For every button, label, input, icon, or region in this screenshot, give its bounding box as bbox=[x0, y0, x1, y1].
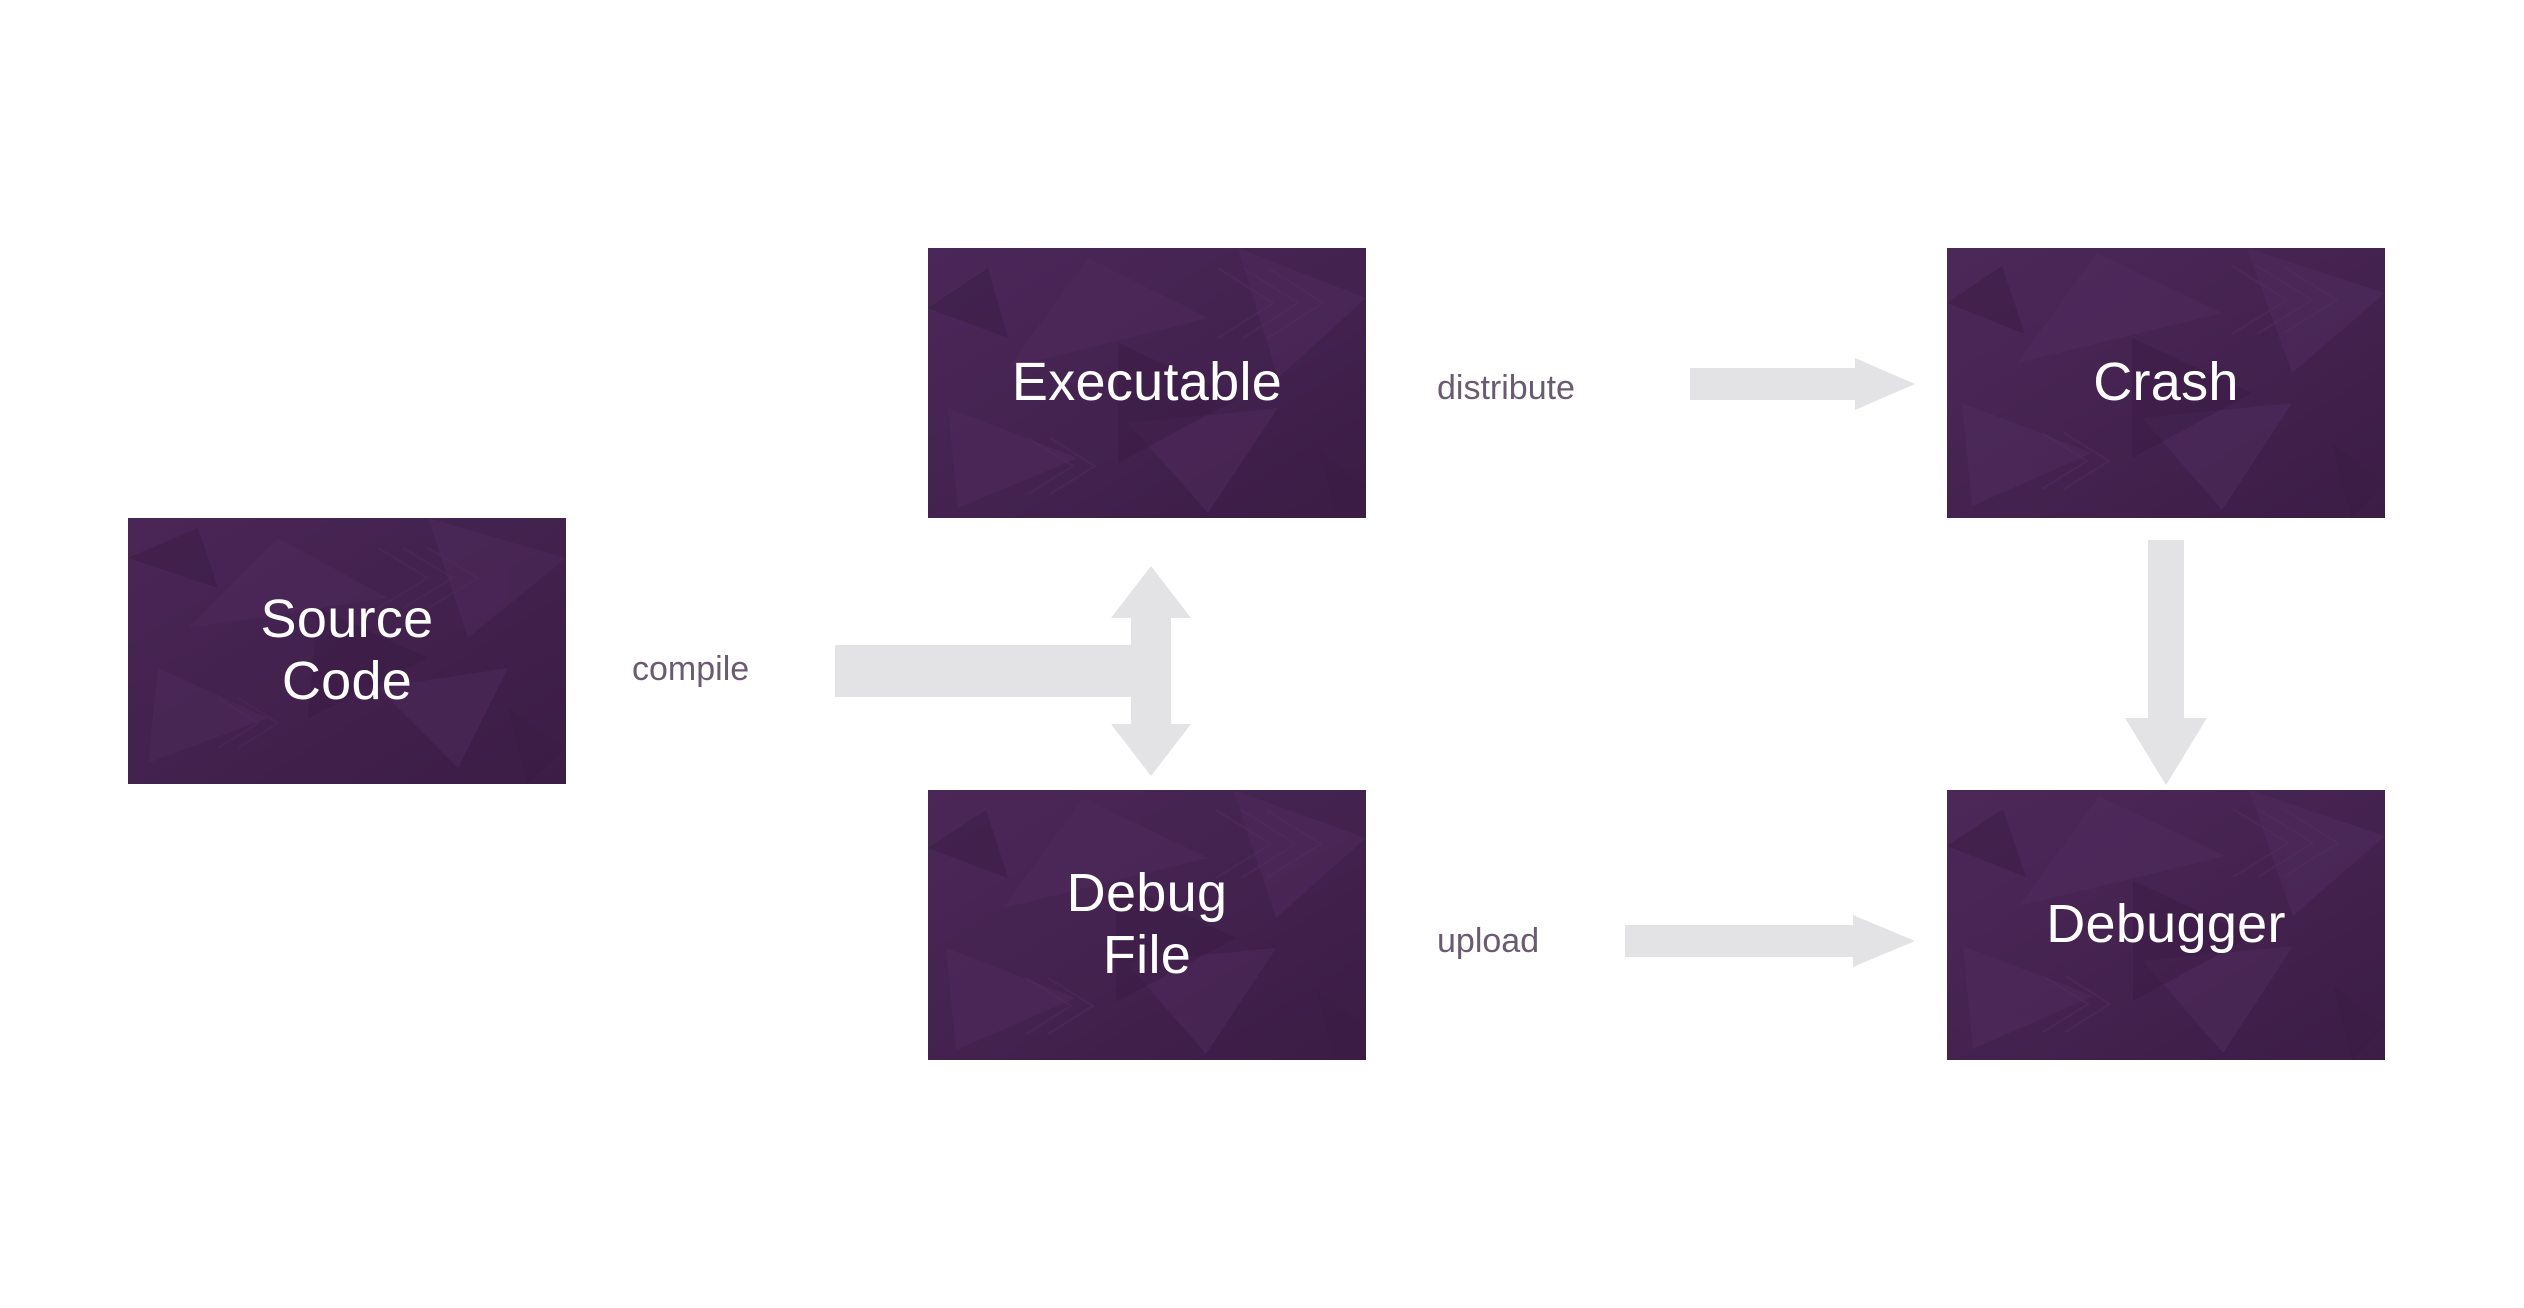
node-debug-file-label: Debug File bbox=[1066, 863, 1228, 985]
connector-label-upload: upload bbox=[1437, 922, 1540, 960]
connector-label-compile: compile bbox=[632, 650, 750, 688]
arrow-down-icon bbox=[2125, 540, 2207, 785]
node-source-code[interactable]: Source Code bbox=[128, 518, 566, 784]
arrow-right-then-up-down-icon bbox=[835, 566, 1191, 776]
node-crash-label: Crash bbox=[2093, 352, 2239, 413]
arrow-right-icon bbox=[1625, 915, 1915, 967]
node-debug-file[interactable]: Debug File bbox=[928, 790, 1366, 1060]
arrow-right-icon bbox=[1690, 358, 1915, 410]
node-crash[interactable]: Crash bbox=[1947, 248, 2385, 518]
node-executable-label: Executable bbox=[1011, 352, 1283, 413]
node-debugger-label: Debugger bbox=[2046, 894, 2286, 955]
node-debugger[interactable]: Debugger bbox=[1947, 790, 2385, 1060]
node-executable[interactable]: Executable bbox=[928, 248, 1366, 518]
node-source-code-label: Source Code bbox=[260, 589, 434, 711]
connector-label-distribute: distribute bbox=[1437, 369, 1575, 407]
